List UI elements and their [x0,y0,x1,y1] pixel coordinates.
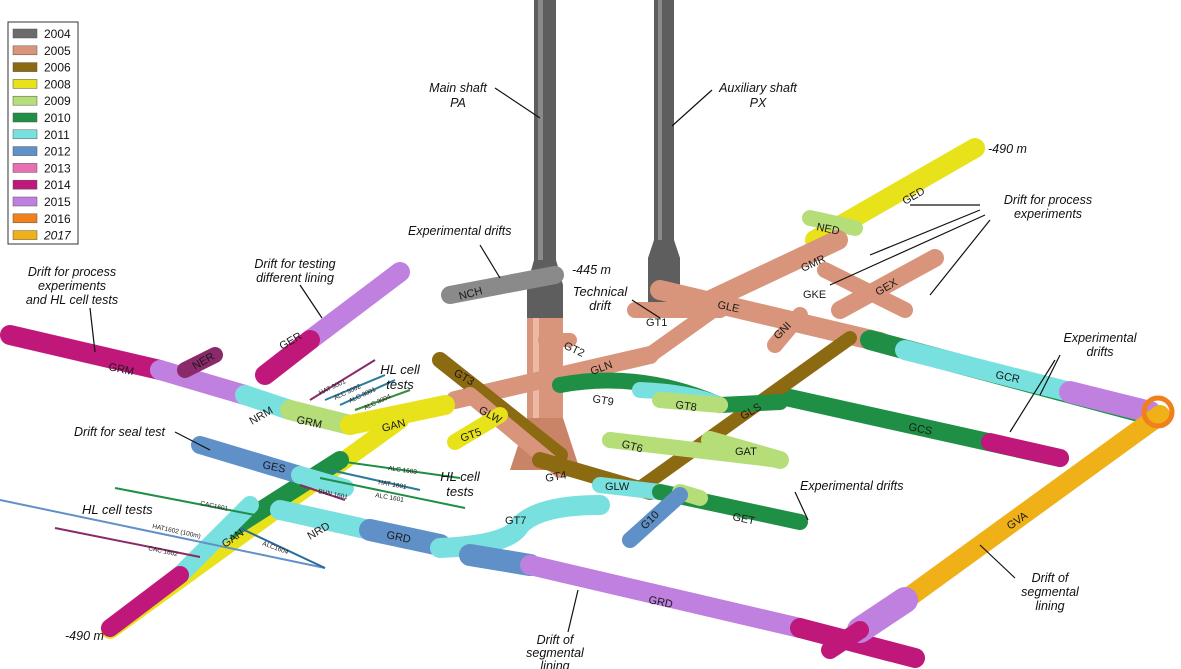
legend-swatch [12,79,38,89]
legend-year: 2008 [44,77,71,91]
label-gan-top: GAN [381,417,407,435]
legend-year: 2004 [44,27,71,41]
legend-year: 2014 [44,178,71,192]
legend-swatch [12,45,38,56]
label-gat: GAT [735,446,757,458]
legend-year: 2015 [44,195,71,209]
bh-alc1603: ALC 1603 [388,465,418,476]
auxiliary-shaft [648,0,680,305]
label-gcs: GCS [907,421,933,438]
label-gt9: GT9 [591,393,614,409]
legend-swatch [12,129,38,140]
legend-year: 2011 [44,128,70,142]
boreholes [0,359,466,569]
depth-445-label: -445 m [572,263,611,277]
legend-year: 2006 [44,61,71,75]
legend-year: 2012 [44,145,71,159]
legend-swatch [12,62,38,72]
legend-swatch [12,112,38,123]
label-gt6: GT6 [620,438,644,455]
legend-year: 2010 [44,111,71,125]
label-get: GET [731,511,756,527]
legend-swatch [12,179,38,190]
legend: 2004 2005 2006 2008 2009 2010 2011 2012 2013 2014… [7,21,79,245]
bh-alc1601: ALC 1601 [375,492,405,504]
bh-cac1601: CAC1601 [200,500,229,513]
legend-year: 2009 [44,94,71,108]
legend-year: 2016 [44,212,71,226]
label-gt1: GT1 [646,317,667,329]
bh-cac1602: CAC 1602 [148,545,179,558]
depth-490-bottom-label: -490 m [65,629,104,643]
tunnels [0,138,1175,668]
legend-swatch [12,213,38,224]
label-ned: NED [815,221,840,238]
legend-swatch [12,230,38,240]
label-grd-left: GRD [385,529,411,546]
legend-swatch [12,196,38,207]
label-gt4: GT4 [544,469,567,485]
main-shaft [510,0,580,470]
legend-year: 2017 [43,229,72,243]
seal-test-label: Drift for seal test [74,425,166,439]
hl-cell-tests-3-label: HL cell tests [82,502,153,517]
legend-swatch [12,146,38,156]
label-nrm: NRM [248,405,276,428]
bh-alc1604: ALC1604 [261,540,289,556]
legend-swatch [12,163,38,173]
label-glw-lower: GLW [605,481,630,493]
exp-drifts-mid-label: Experimental drifts [800,479,904,493]
legend-year: 2013 [44,161,71,175]
exp-drifts-top-label: Experimental drifts [408,224,512,238]
label-gt7: GT7 [505,515,526,527]
label-grm-left: GRM [107,361,135,378]
label-ges: GES [261,459,286,476]
label-gke: GKE [803,289,826,301]
label-grd-bottom: GRD [647,594,673,611]
depth-490-top-label: -490 m [988,142,1027,156]
legend-swatch [12,95,38,106]
label-gle: GLE [716,299,740,315]
label-nch: NCH [458,285,484,303]
legend-year: 2005 [44,44,71,58]
label-grm-mid: GRM [295,414,323,431]
label-gt8: GT8 [675,399,698,414]
annotation-arrows [89,87,1061,633]
label-gt2: GT2 [562,340,586,360]
bh-hat1601: HAT 1601 [378,479,408,491]
legend-swatch [12,28,38,39]
label-gcr: GCR [994,369,1020,386]
